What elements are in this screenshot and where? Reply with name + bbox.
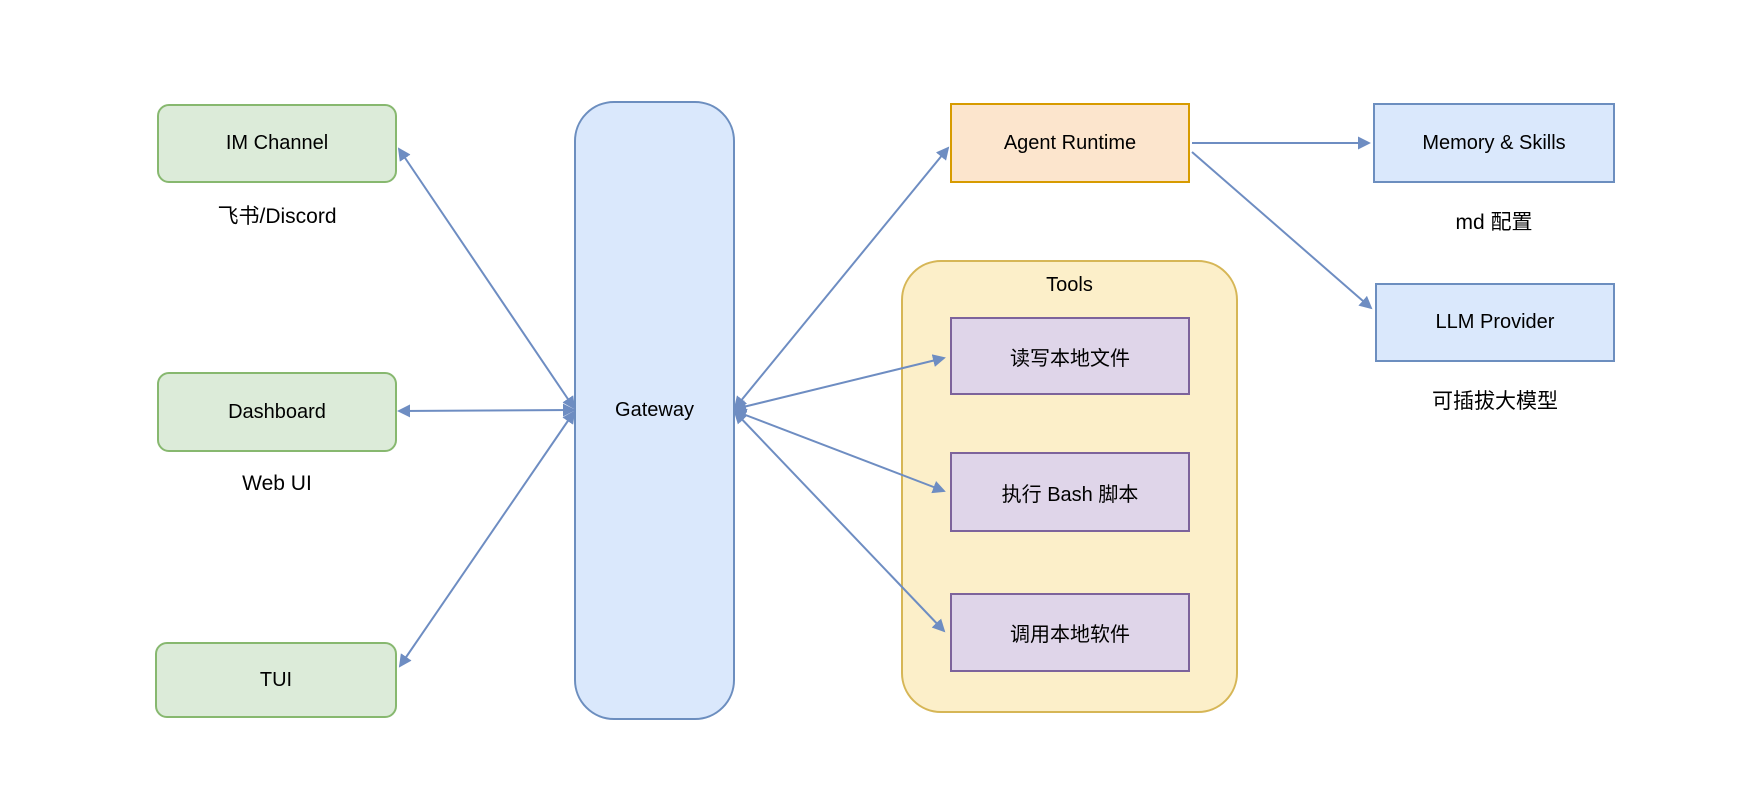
node-agent-runtime-label: Agent Runtime	[1003, 131, 1137, 154]
node-tool-run-bash-script: 执行 Bash 脚本	[950, 452, 1190, 532]
node-gateway-label: Gateway	[615, 399, 694, 421]
node-llm-provider: LLM Provider	[1375, 283, 1615, 362]
node-gateway: Gateway	[574, 101, 735, 720]
im-channel-sublabel: 飞书/Discord	[217, 205, 337, 228]
node-tui-label: TUI	[259, 668, 293, 691]
edge-gateway-dashboard	[397, 403, 576, 418]
node-tool-call-local-software: 调用本地软件	[950, 593, 1190, 672]
dashboard-sublabel: Web UI	[242, 472, 312, 495]
tool-read-label: 读写本地文件	[1010, 347, 1130, 370]
node-memory-skills-label: Memory & Skills	[1422, 131, 1566, 154]
edge-gateway-im-channel	[397, 147, 576, 410]
memory-skills-sublabel: md 配置	[1455, 211, 1533, 234]
node-agent-runtime: Agent Runtime	[950, 103, 1190, 183]
edge-gateway-tui	[398, 410, 576, 668]
llm-provider-sublabel: 可插拔大模型	[1432, 390, 1558, 413]
node-dashboard-label: Dashboard	[228, 400, 326, 423]
node-memory-skills: Memory & Skills	[1373, 103, 1615, 183]
node-im-channel: IM Channel	[157, 104, 397, 183]
node-llm-provider-label: LLM Provider	[1435, 311, 1555, 333]
node-tui: TUI	[155, 642, 397, 718]
tool-bash-label: 执行 Bash 脚本	[1001, 483, 1139, 506]
node-im-channel-label: IM Channel	[225, 132, 329, 154]
tool-app-label: 调用本地软件	[1010, 624, 1130, 646]
node-dashboard: Dashboard	[157, 372, 397, 452]
node-tool-read-write-local-files: 读写本地文件	[950, 317, 1190, 395]
tools-group-title: Tools	[1046, 274, 1093, 296]
